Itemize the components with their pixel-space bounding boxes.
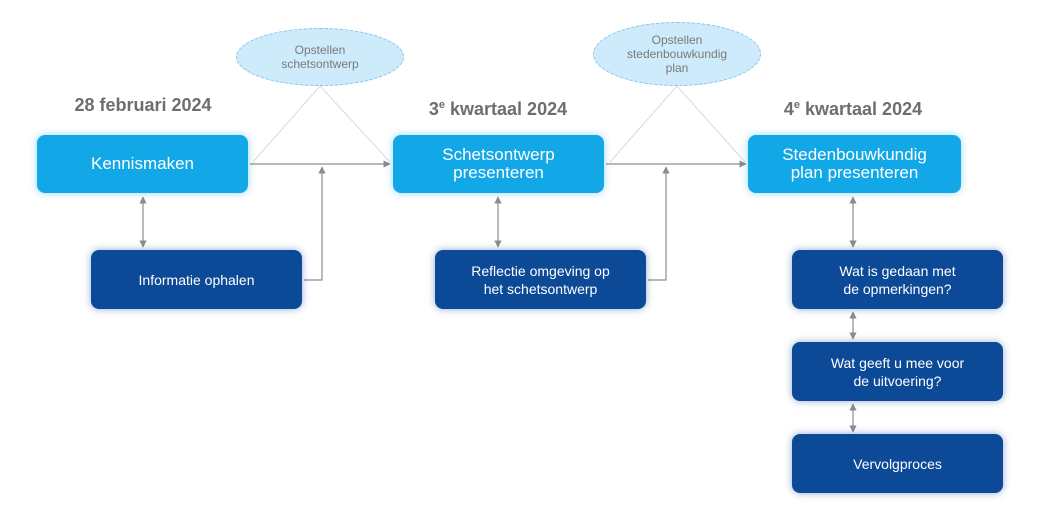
timeline-date-3-sup: e — [793, 99, 801, 111]
step-4-label: Wat geeft u mee voor de uitvoering? — [830, 354, 965, 389]
step-vervolgproces[interactable]: Vervolgproces — [792, 434, 1003, 493]
step-1-label: Informatie ophalen — [138, 271, 255, 288]
timeline-date-2: 3e kwartaal 2024 — [378, 94, 618, 120]
stage-stedenbouwkundig-plan-presenteren[interactable]: Stedenbouwkundig plan presenteren — [748, 135, 961, 193]
stage-3-label: Stedenbouwkundig plan presenteren — [782, 145, 927, 182]
step-2-label: Reflectie omgeving op het schetsontwerp — [471, 262, 610, 297]
timeline-date-3: 4e kwartaal 2024 — [733, 94, 973, 120]
timeline-date-3-rest: kwartaal 2024 — [800, 99, 923, 119]
timeline-date-2-ordinal: 3 — [428, 99, 439, 119]
timeline-date-1: 28 februari 2024 — [23, 94, 263, 116]
bubble-2-label: Opstellen stedenbouwkundig plan — [626, 33, 728, 75]
step-reflectie-omgeving[interactable]: Reflectie omgeving op het schetsontwerp — [435, 250, 646, 309]
bubble-opstellen-schetsontwerp: Opstellen schetsontwerp — [236, 28, 404, 86]
stage-2-label: Schetsontwerp presenteren — [442, 145, 555, 182]
timeline-date-1-text: 28 februari 2024 — [74, 95, 212, 115]
bubble-1-label: Opstellen schetsontwerp — [281, 43, 359, 71]
bubble-2-guide-left — [609, 85, 678, 163]
step-3-label: Wat is gedaan met de opmerkingen? — [839, 262, 956, 297]
step-5-label: Vervolgproces — [853, 455, 942, 472]
stage-1-label: Kennismaken — [90, 154, 194, 173]
timeline-date-2-rest: kwartaal 2024 — [445, 99, 568, 119]
arrow-step-2-return — [648, 166, 670, 281]
bubble-2-guide-right — [676, 85, 746, 163]
stage-kennismaken[interactable]: Kennismaken — [37, 135, 248, 193]
step-informatie-ophalen[interactable]: Informatie ophalen — [91, 250, 302, 309]
bubble-1-guide-left — [252, 85, 321, 163]
timeline-date-2-sup: e — [438, 99, 446, 111]
timeline-date-3-ordinal: 4 — [783, 99, 794, 119]
step-wat-geeft-u-mee[interactable]: Wat geeft u mee voor de uitvoering? — [792, 342, 1003, 401]
stage-schetsontwerp-presenteren[interactable]: Schetsontwerp presenteren — [393, 135, 604, 193]
step-wat-is-gedaan[interactable]: Wat is gedaan met de opmerkingen? — [792, 250, 1003, 309]
bubble-1-guide-right — [319, 85, 391, 163]
arrow-step-1-return — [304, 166, 326, 281]
bubble-opstellen-stedenbouwkundig-plan: Opstellen stedenbouwkundig plan — [593, 22, 761, 86]
